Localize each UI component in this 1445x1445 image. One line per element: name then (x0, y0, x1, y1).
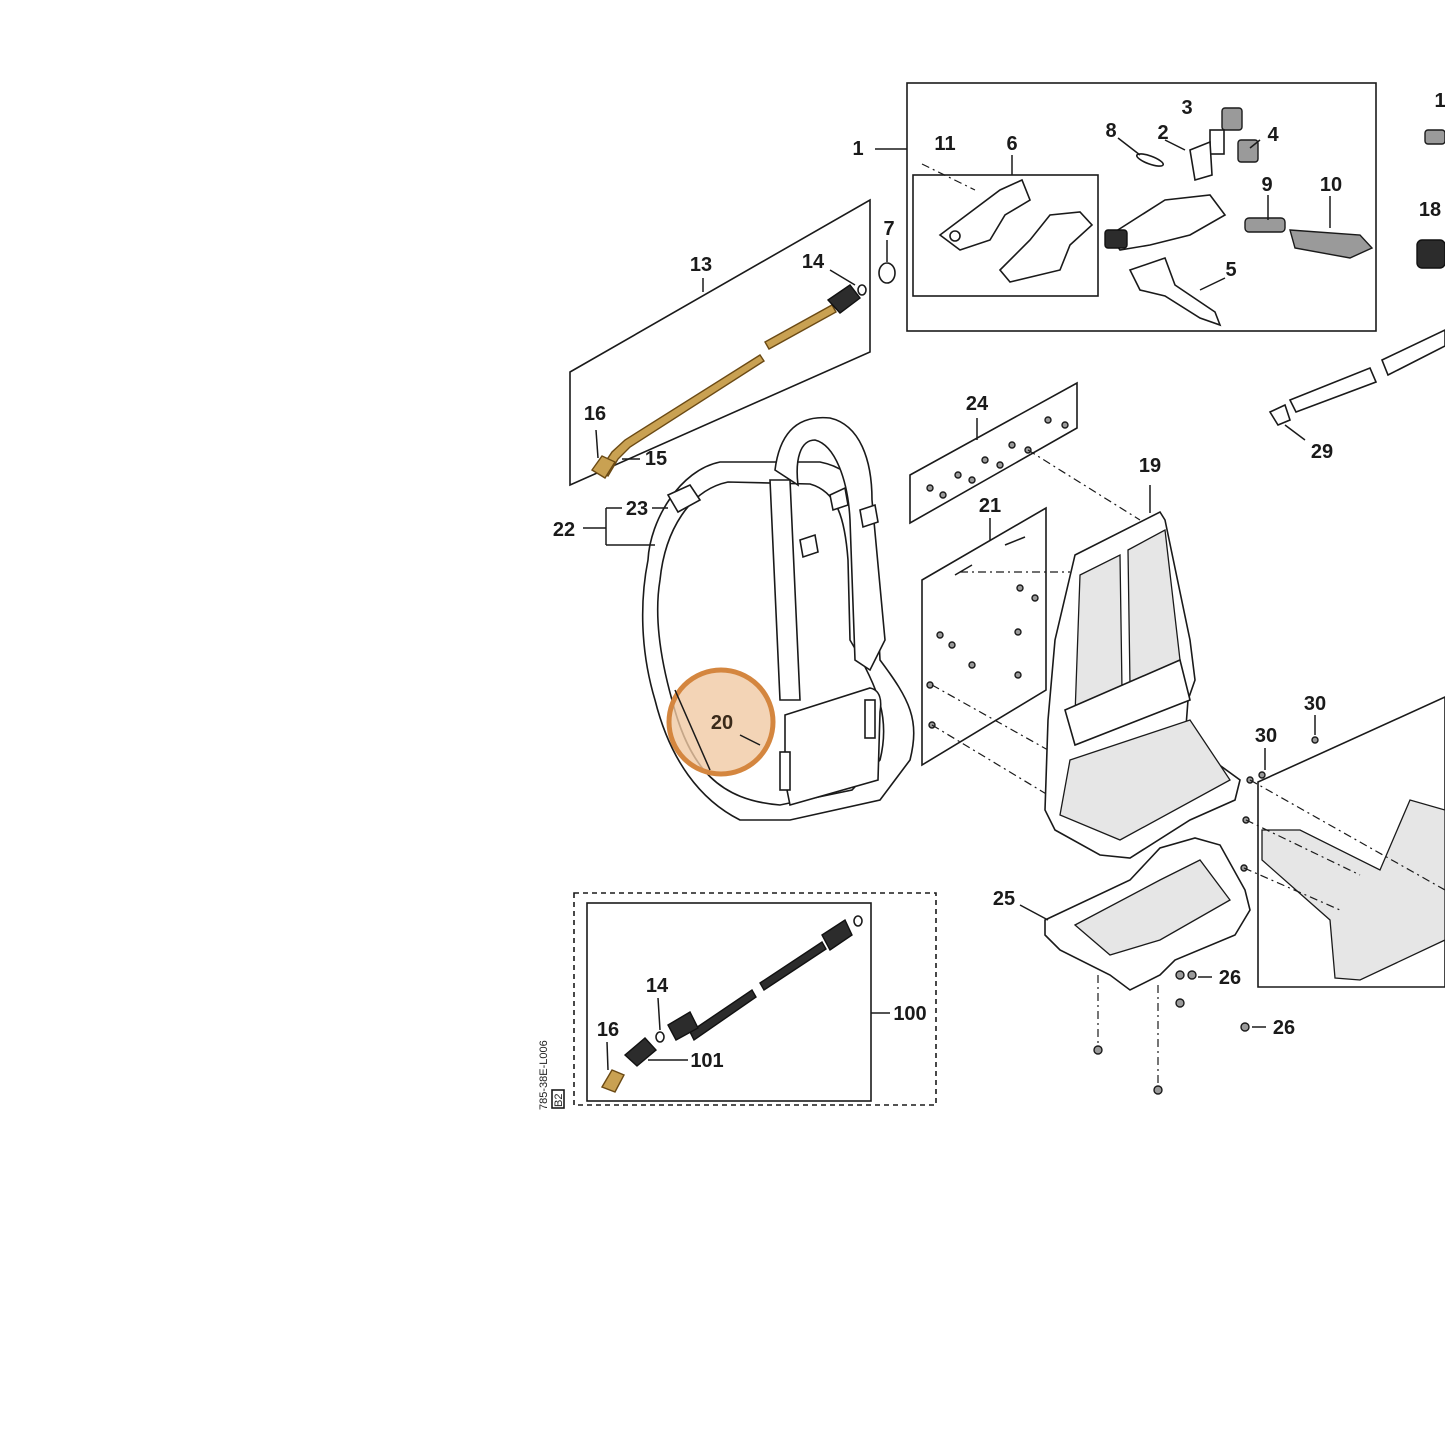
nozzle-part-18 (1416, 239, 1445, 269)
tank-cap-part (666, 483, 702, 514)
callout-9[interactable]: 9 (1261, 174, 1272, 196)
shoulder-strap-part (774, 416, 886, 672)
handle-half-part-2 (998, 211, 1094, 283)
callout-30b[interactable]: 30 (1255, 725, 1277, 747)
nozzle-part-16 (590, 455, 617, 479)
alt-lance-tube-part (689, 988, 757, 1042)
callout-24[interactable]: 24 (966, 393, 989, 415)
lance-group (569, 198, 871, 487)
alt-lance-group (573, 892, 937, 1106)
callout-14b[interactable]: 14 (646, 975, 669, 997)
callout-26a[interactable]: 26 (1219, 967, 1241, 989)
callout-26b[interactable]: 26 (1273, 1017, 1295, 1039)
callout-21[interactable]: 21 (979, 495, 1001, 517)
right-tank-group (1240, 696, 1445, 988)
trigger-lever-part (1128, 256, 1222, 327)
callout-20-highlight[interactable]: 20 (711, 712, 733, 734)
callout-6[interactable]: 6 (1006, 133, 1017, 155)
callout-19[interactable]: 19 (1139, 455, 1161, 477)
assembly-6-box (912, 174, 1099, 297)
callout-22[interactable]: 22 (553, 519, 575, 541)
side-code-text-2: B2 (553, 1094, 565, 1107)
right-tank-box (1257, 696, 1445, 988)
kit-box-dashed (573, 892, 937, 1106)
lance-nut-part (826, 284, 861, 314)
highlight-callout-20[interactable] (666, 667, 776, 777)
assembly-1-box (906, 82, 1377, 332)
frame-group (909, 381, 1241, 859)
callout-13[interactable]: 13 (690, 254, 712, 276)
valve-body-part (1108, 194, 1227, 251)
callout-7[interactable]: 7 (883, 218, 894, 240)
hose-clamp-part (1268, 403, 1291, 427)
callout-12[interactable]: 1 (1434, 90, 1445, 112)
callout-18[interactable]: 18 (1419, 199, 1441, 221)
callout-3[interactable]: 3 (1181, 97, 1192, 119)
tank-pocket-part (784, 687, 882, 807)
callout-29[interactable]: 29 (1311, 441, 1333, 463)
handle-half-part (938, 178, 1031, 251)
callout-100[interactable]: 100 (893, 1003, 926, 1025)
ring-part-7 (878, 262, 896, 284)
callout-15[interactable]: 15 (645, 448, 667, 470)
lance-tube-part (599, 354, 765, 478)
trigger-assembly-group (875, 82, 1377, 332)
hose-part (1288, 366, 1378, 414)
callout-1[interactable]: 1 (852, 138, 863, 160)
grip-part (1289, 229, 1374, 259)
callout-16b[interactable]: 16 (597, 1019, 619, 1041)
o-ring-part (1135, 153, 1165, 167)
kit-box-100 (586, 902, 872, 1102)
callout-25[interactable]: 25 (993, 888, 1015, 910)
callout-11[interactable]: 11 (934, 133, 955, 155)
elbow-part-101 (623, 1037, 658, 1067)
valve-spring-part (1209, 129, 1225, 155)
callout-labels: 1 2 3 4 5 6 7 8 9 10 11 1 13 14 15 16 18… (553, 90, 1445, 1072)
callout-4[interactable]: 4 (1267, 124, 1279, 146)
box-21 (921, 506, 1047, 767)
callout-23[interactable]: 23 (626, 498, 648, 520)
callout-2[interactable]: 2 (1157, 122, 1168, 144)
connector-part (1244, 217, 1286, 233)
side-code-text: 785-38E-L006 (538, 1040, 550, 1110)
tray-group (1019, 837, 1266, 1095)
callout-10[interactable]: 10 (1320, 174, 1342, 196)
callout-5[interactable]: 5 (1225, 259, 1236, 281)
callout-30a[interactable]: 30 (1304, 693, 1326, 715)
valve-cap-part (1221, 107, 1243, 131)
box-24 (909, 381, 1078, 525)
tank-part-right (1261, 799, 1445, 981)
alt-lance-nut-part (667, 1011, 699, 1041)
callout-14[interactable]: 14 (802, 251, 825, 273)
callout-8[interactable]: 8 (1105, 120, 1116, 142)
callout-16[interactable]: 16 (584, 403, 606, 425)
callout-101[interactable]: 101 (690, 1050, 723, 1072)
alt-nozzle-part-16 (600, 1069, 625, 1093)
nozzle-part-12 (1424, 129, 1445, 145)
